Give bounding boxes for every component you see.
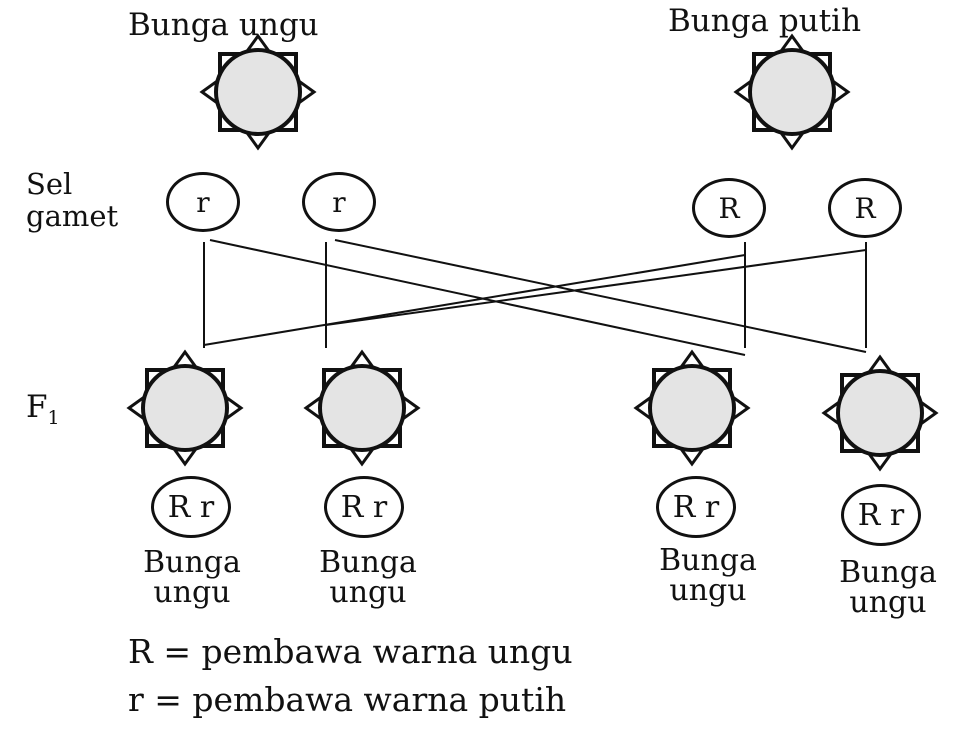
offspring-label-line2: ungu — [669, 573, 747, 608]
parent-label-white: Bunga putih — [668, 3, 862, 39]
offspring-genotype: R r — [151, 476, 231, 538]
gamete-label-line2: gamet — [26, 199, 119, 233]
offspring-flower-2-icon — [304, 350, 420, 466]
legend-purple-allele: R = pembawa warna ungu — [128, 632, 573, 671]
offspring-genotype: R r — [841, 484, 921, 546]
offspring-flower-4-icon — [822, 355, 938, 471]
gamete-allele: R — [828, 178, 902, 238]
gamete-allele: R — [692, 178, 766, 238]
legend-white-allele: r = pembawa warna putih — [128, 680, 567, 719]
gamete-allele: r — [166, 172, 240, 232]
gamete-allele: r — [302, 172, 376, 232]
parent-label-purple: Bunga ungu — [128, 7, 319, 43]
offspring-label-line1: Bunga — [319, 545, 417, 580]
offspring-genotype: R r — [656, 476, 736, 538]
offspring-flower-1-icon — [127, 350, 243, 466]
offspring-label-line1: Bunga — [143, 545, 241, 580]
offspring-label-line2: ungu — [153, 575, 231, 610]
offspring-flower-3-icon — [634, 350, 750, 466]
offspring-label: Bunga ungu — [628, 546, 788, 606]
offspring-label-line2: ungu — [329, 575, 407, 610]
offspring-label-line1: Bunga — [659, 543, 757, 578]
cross-lines — [203, 239, 867, 356]
gamete-label: Sel gamet — [26, 168, 118, 232]
f1-label: F1 — [26, 392, 60, 428]
offspring-label: Bunga ungu — [288, 548, 448, 608]
parent-flower-purple-icon — [200, 34, 316, 150]
offspring-label-line1: Bunga — [839, 555, 937, 590]
f1-label-subscript: 1 — [47, 407, 60, 430]
f1-label-letter: F — [26, 389, 48, 425]
offspring-genotype: R r — [324, 476, 404, 538]
offspring-label: Bunga ungu — [808, 558, 968, 618]
offspring-label: Bunga ungu — [112, 548, 272, 608]
gamete-label-line1: Sel — [26, 167, 73, 201]
offspring-label-line2: ungu — [849, 585, 927, 620]
parent-flower-white-icon — [734, 34, 850, 150]
